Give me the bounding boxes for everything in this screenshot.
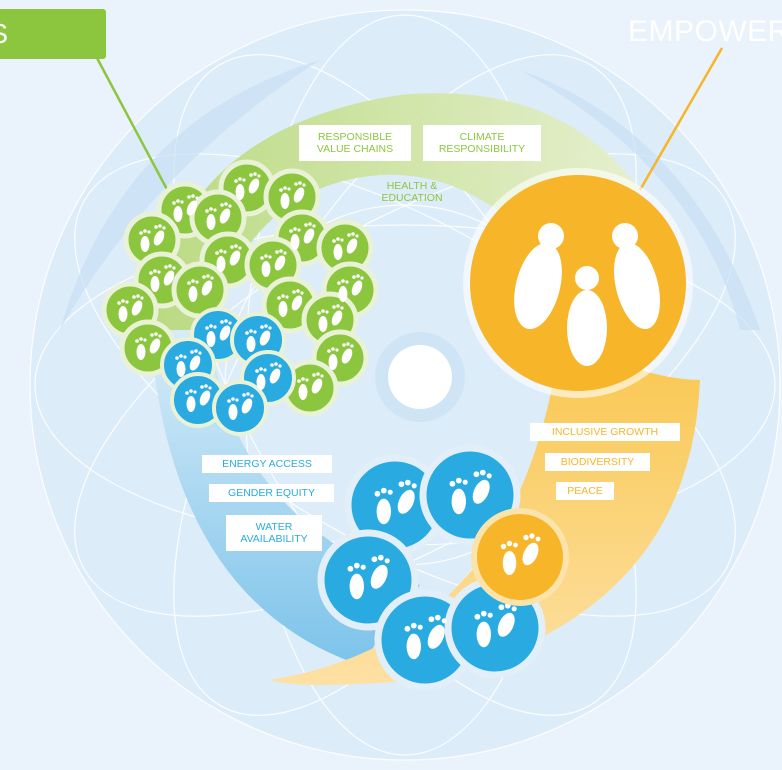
tag-climate-responsibility: CLIMATE RESPONSIBILITY [423, 125, 541, 161]
tag-health-education: HEALTH & EDUCATION [381, 180, 443, 204]
people-icon [463, 168, 693, 398]
tag-gender-equity: GENDER EQUITY [209, 484, 334, 502]
tag-water-availability: WATER AVAILABILITY [226, 515, 322, 551]
green-corner-label: S [0, 9, 106, 59]
blue-footprints-cluster-small [160, 307, 296, 436]
empower-label: EMPOWER [628, 15, 782, 48]
tag-inclusive-growth: INCLUSIVE GROWTH [530, 423, 680, 441]
tag-peace: PEACE [556, 482, 614, 500]
orange-pointer-line [638, 47, 724, 191]
green-footprints-cluster [101, 159, 379, 417]
green-pointer-line [95, 57, 172, 196]
blue-footprints-cluster-large [317, 444, 569, 691]
tag-responsible-value-chains: RESPONSIBLE VALUE CHAINS [299, 125, 411, 161]
tag-biodiversity: BIODIVERSITY [545, 453, 650, 471]
tag-energy-access: ENERGY ACCESS [202, 455, 332, 473]
